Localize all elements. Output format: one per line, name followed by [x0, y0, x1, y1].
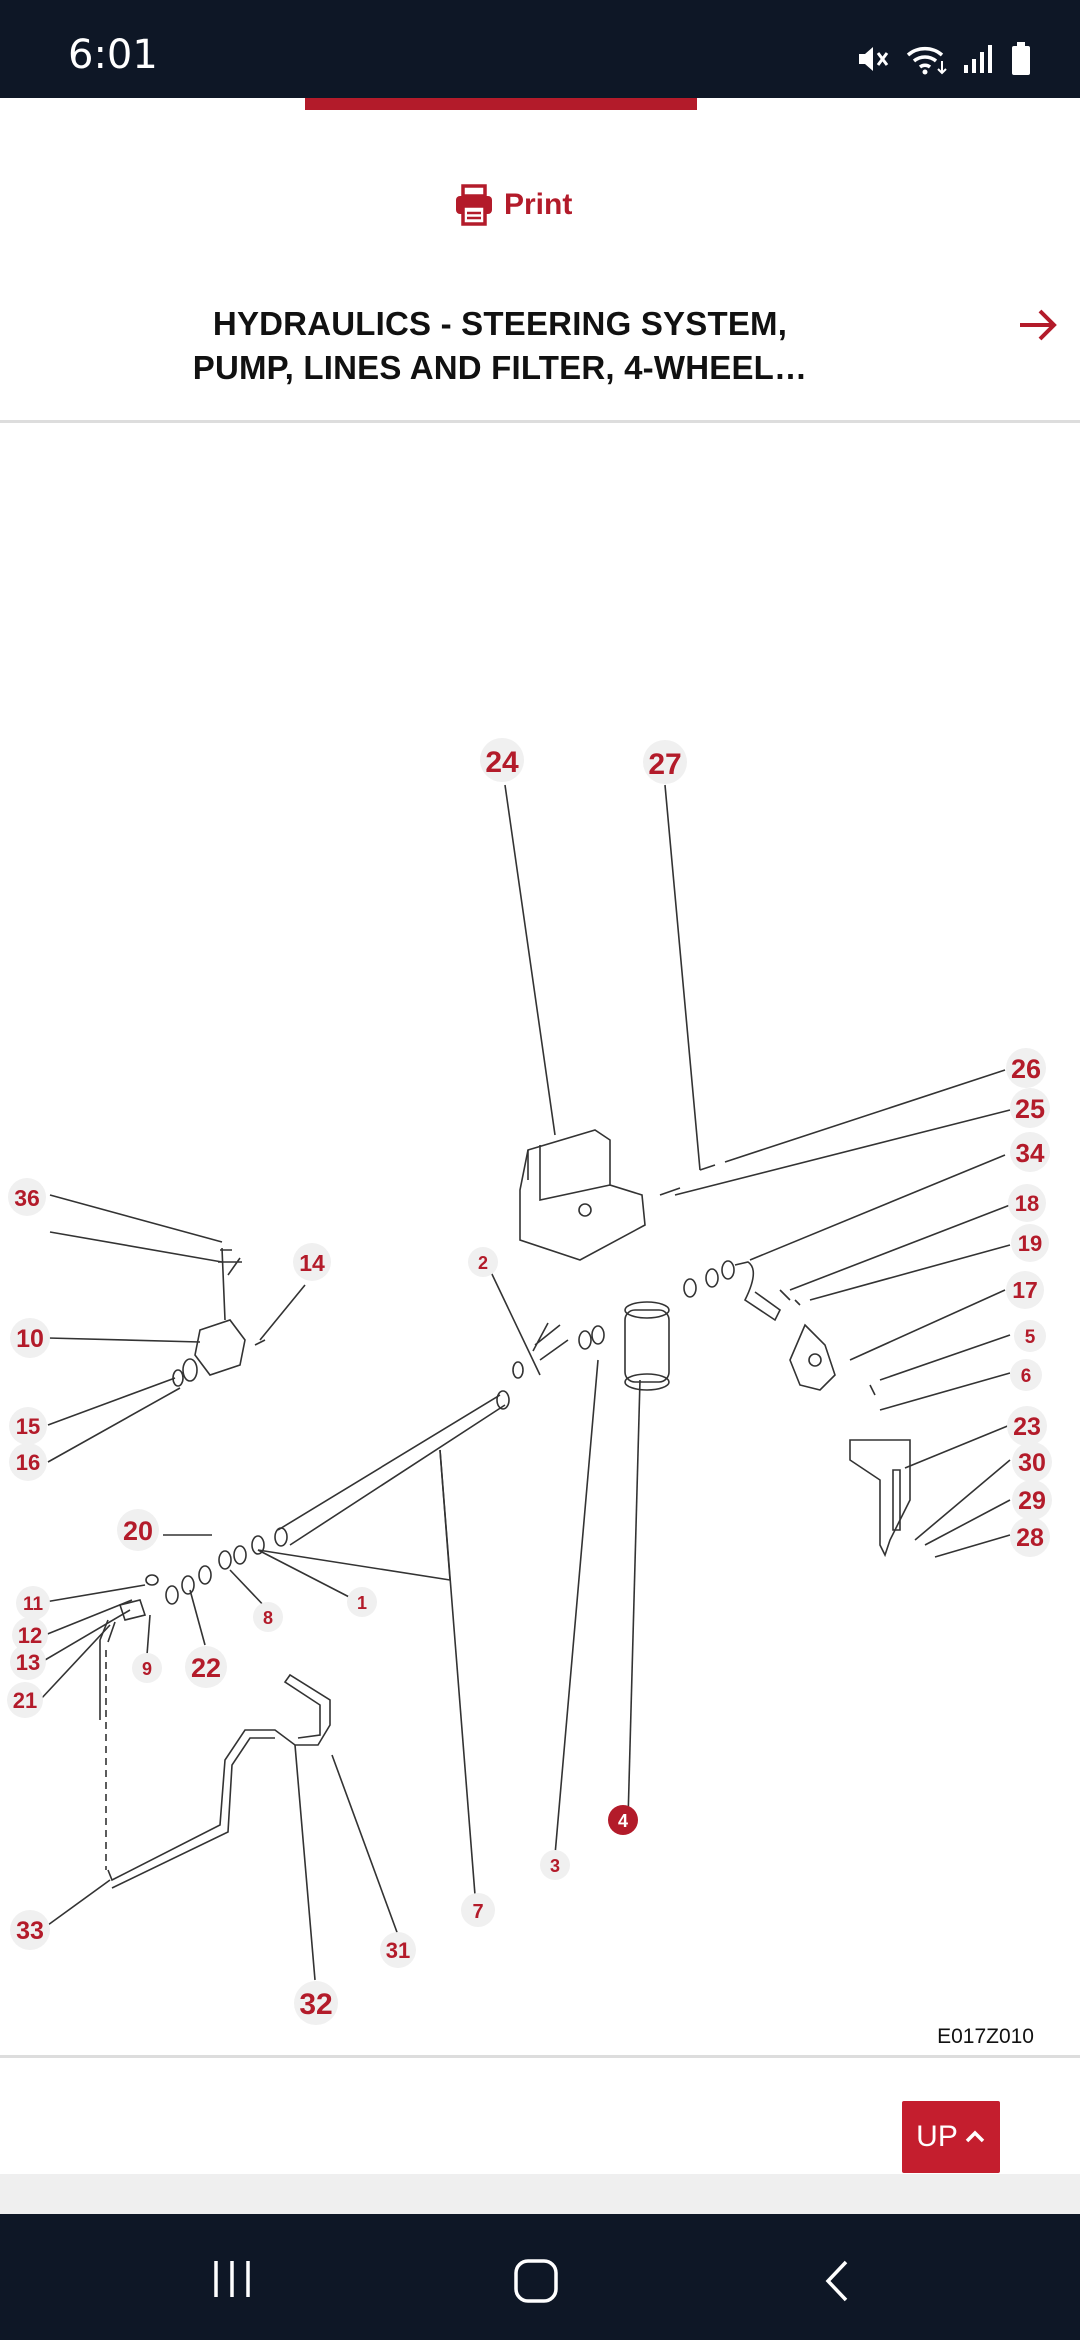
callout-28[interactable]: 28	[1016, 1524, 1044, 1552]
status-icons	[856, 42, 1032, 76]
callout-21[interactable]: 21	[13, 1688, 37, 1713]
callout-8[interactable]: 8	[263, 1608, 273, 1628]
callout-19[interactable]: 19	[1018, 1231, 1042, 1256]
up-label: UP	[916, 2120, 958, 2153]
printer-icon	[456, 184, 492, 226]
callout-11[interactable]: 11	[23, 1594, 44, 1615]
callout-22[interactable]: 22	[191, 1653, 221, 1683]
callout-5[interactable]: 5	[1025, 1327, 1036, 1348]
print-button[interactable]: Print	[454, 180, 572, 230]
title-line-1: HYDRAULICS - STEERING SYSTEM,	[212, 305, 788, 342]
callout-26[interactable]: 26	[1011, 1054, 1041, 1084]
callout-6[interactable]: 6	[1021, 1366, 1032, 1387]
mute-icon	[859, 47, 889, 71]
callout-12[interactable]: 12	[18, 1623, 42, 1648]
callout-14[interactable]: 14	[299, 1250, 325, 1276]
callout-33[interactable]: 33	[16, 1917, 44, 1945]
page-title: HYDRAULICS - STEERING SYSTEM, PUMP, LINE…	[160, 302, 840, 390]
callout-24[interactable]: 24	[485, 746, 519, 779]
callout-29[interactable]: 29	[1018, 1487, 1046, 1515]
callout-16[interactable]: 16	[16, 1450, 40, 1475]
callout-18[interactable]: 18	[1015, 1191, 1039, 1216]
clock: 6:01	[68, 32, 158, 78]
wifi-icon	[906, 47, 947, 75]
callout-13[interactable]: 13	[16, 1650, 40, 1675]
callout-15[interactable]: 15	[16, 1414, 40, 1439]
callout-4-highlighted[interactable]: 4	[618, 1811, 628, 1831]
callout-23[interactable]: 23	[1013, 1413, 1041, 1441]
callout-34[interactable]: 34	[1016, 1138, 1045, 1168]
back-icon[interactable]	[822, 2259, 852, 2303]
callout-31[interactable]: 31	[386, 1938, 410, 1963]
diagram-divider	[0, 2055, 1080, 2058]
callout-2[interactable]: 2	[478, 1253, 488, 1273]
callout-1[interactable]: 1	[357, 1593, 367, 1613]
chevron-up-icon	[965, 2130, 985, 2143]
callout-27[interactable]: 27	[648, 748, 681, 781]
header-divider	[0, 420, 1080, 423]
footer-band	[0, 2174, 1080, 2214]
print-label: Print	[504, 188, 573, 221]
callout-25[interactable]: 25	[1015, 1094, 1045, 1124]
scroll-up-button[interactable]: UP	[902, 2101, 1000, 2173]
recents-icon[interactable]	[210, 2259, 254, 2299]
title-line-2: PUMP, LINES AND FILTER, 4-WHEEL…	[192, 349, 808, 386]
home-icon[interactable]	[513, 2258, 559, 2304]
callout-7[interactable]: 7	[472, 1901, 483, 1923]
signal-icon	[964, 45, 992, 73]
callout-36[interactable]: 36	[14, 1185, 40, 1211]
callout-10[interactable]: 10	[16, 1325, 44, 1353]
callout-32[interactable]: 32	[299, 1988, 332, 2021]
drawing-code: E017Z010	[937, 2025, 1034, 2048]
callout-9[interactable]: 9	[142, 1659, 152, 1679]
parts-diagram: 24 27 26 25 34 36 14 2 18 19 17 10 5 6 1…	[7, 738, 1052, 2025]
callout-3[interactable]: 3	[550, 1856, 560, 1876]
arrow-right-icon[interactable]	[1016, 303, 1060, 347]
callout-30[interactable]: 30	[1018, 1449, 1046, 1477]
battery-icon	[1012, 42, 1030, 75]
active-tab-indicator	[305, 98, 697, 110]
callout-17[interactable]: 17	[1012, 1277, 1038, 1303]
navigation-bar	[0, 2214, 1080, 2340]
status-bar: 6:01	[0, 0, 1080, 98]
callout-20[interactable]: 20	[123, 1516, 153, 1546]
